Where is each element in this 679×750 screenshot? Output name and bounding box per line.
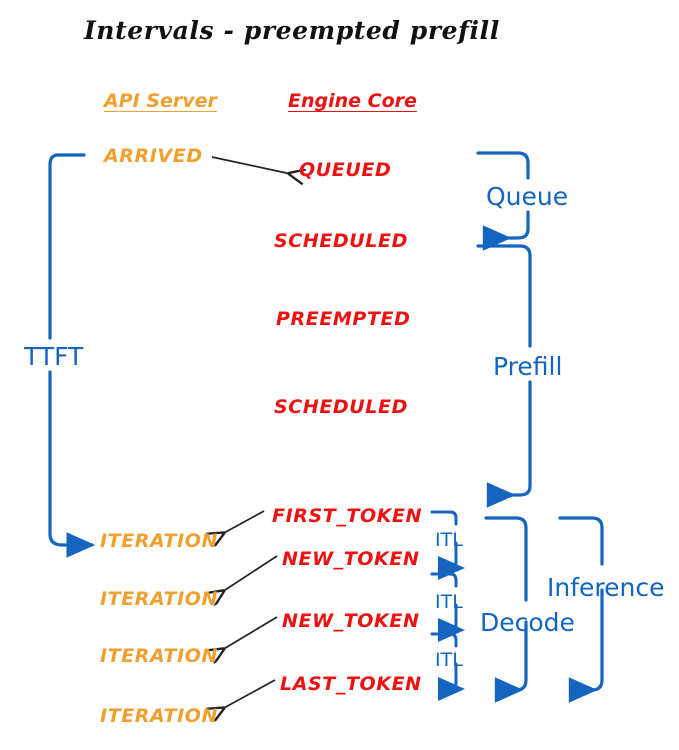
- event-new-token-2: NEW_TOKEN: [282, 610, 420, 632]
- column-header-api-server: API Server: [104, 90, 217, 112]
- interval-label-prefill: Prefill: [493, 352, 563, 381]
- queue-bracket: [476, 151, 530, 251]
- interval-label-itl-1: ITL: [435, 529, 463, 551]
- event-scheduled-2: SCHEDULED: [274, 396, 408, 418]
- interval-label-queue: Queue: [486, 182, 569, 211]
- event-iteration-1: ITERATION: [100, 530, 219, 552]
- page-title: Intervals - preempted prefill: [84, 16, 500, 45]
- interval-label-decode: Decode: [480, 608, 575, 637]
- interval-label-itl-2: ITL: [435, 591, 463, 613]
- event-connectors: [212, 156, 291, 709]
- column-header-engine-core: Engine Core: [288, 90, 417, 112]
- itl-bracket-1: [430, 510, 465, 580]
- interval-label-inference: Inference: [547, 573, 665, 602]
- interval-label-itl-3: ITL: [435, 649, 463, 671]
- prefill-bracket: [476, 244, 532, 508]
- itl-bracket-2: [430, 572, 465, 642]
- event-iteration-3: ITERATION: [100, 645, 219, 667]
- event-iteration-2: ITERATION: [100, 588, 219, 610]
- event-preempted: PREEMPTED: [276, 308, 411, 330]
- event-queued: QUEUED: [299, 159, 392, 181]
- event-iteration-4: ITERATION: [100, 705, 219, 727]
- event-new-token-1: NEW_TOKEN: [282, 548, 420, 570]
- inference-bracket: [558, 516, 604, 703]
- event-scheduled-1: SCHEDULED: [274, 230, 408, 252]
- event-first-token: FIRST_TOKEN: [272, 505, 423, 527]
- decode-bracket: [484, 516, 528, 703]
- event-last-token: LAST_TOKEN: [280, 673, 422, 695]
- ttft-bracket: [48, 153, 96, 558]
- interval-label-ttft: TTFT: [24, 342, 84, 371]
- itl-bracket-3: [430, 632, 465, 701]
- event-arrived: ARRIVED: [104, 145, 203, 167]
